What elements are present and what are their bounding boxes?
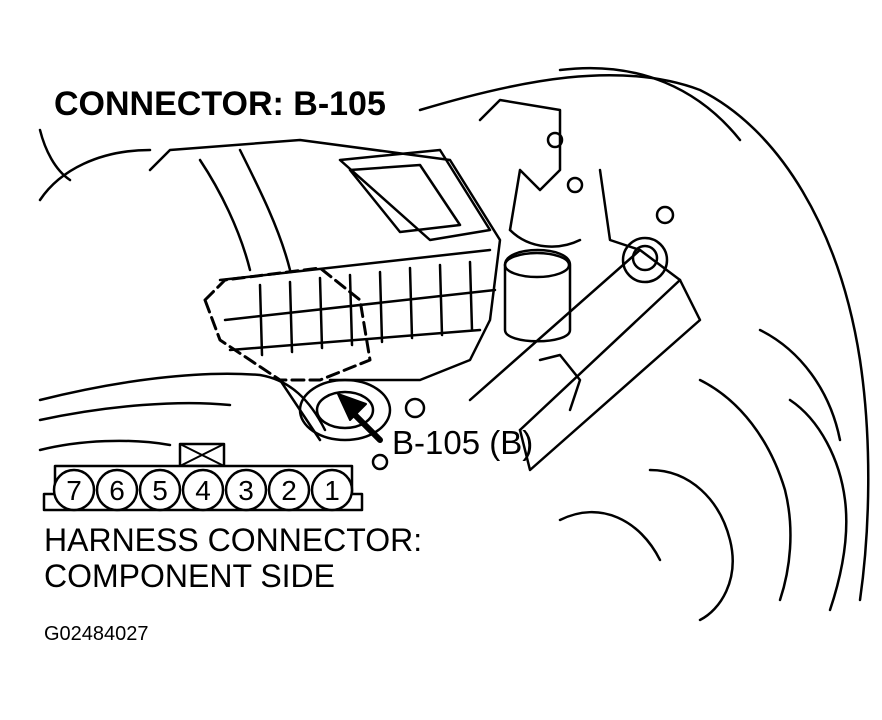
callout-arrow — [337, 393, 383, 443]
strut-mount — [298, 378, 426, 471]
connector-pin-6 — [95, 468, 139, 512]
connector-pin-label: 4 — [195, 475, 211, 506]
callout-label: B-105 (B) — [392, 424, 534, 461]
air-cleaner-box — [148, 138, 502, 382]
intake-duct — [38, 372, 327, 452]
connector-pin-label: 7 — [66, 475, 82, 506]
connector-pin-label: 5 — [152, 475, 168, 506]
connector-pin-7 — [52, 468, 96, 512]
vehicle-body-lines — [38, 66, 870, 622]
connector-pin-label: 1 — [324, 475, 340, 506]
radiator-support — [468, 98, 702, 472]
reservoir — [503, 131, 675, 343]
figure-id: G02484027 — [44, 623, 149, 645]
connector-title: CONNECTOR: B-105 — [54, 85, 386, 123]
connector-pin-label: 3 — [238, 475, 254, 506]
connector-pin-4 — [181, 468, 225, 512]
connector-pin-5 — [138, 468, 182, 512]
connector-pin-2 — [267, 468, 311, 512]
connector-pin-3 — [224, 468, 268, 512]
connector-highlight-outline — [203, 266, 372, 382]
harness-label-line2: COMPONENT SIDE — [44, 558, 335, 594]
connector-pin-1 — [310, 468, 354, 512]
harness-connector-label: HARNESS CONNECTOR: COMPONENT SIDE — [44, 522, 422, 594]
connector-pin-label: 2 — [281, 475, 297, 506]
connector-pin-label: 6 — [109, 475, 125, 506]
harness-label-line1: HARNESS CONNECTOR: — [44, 522, 423, 558]
